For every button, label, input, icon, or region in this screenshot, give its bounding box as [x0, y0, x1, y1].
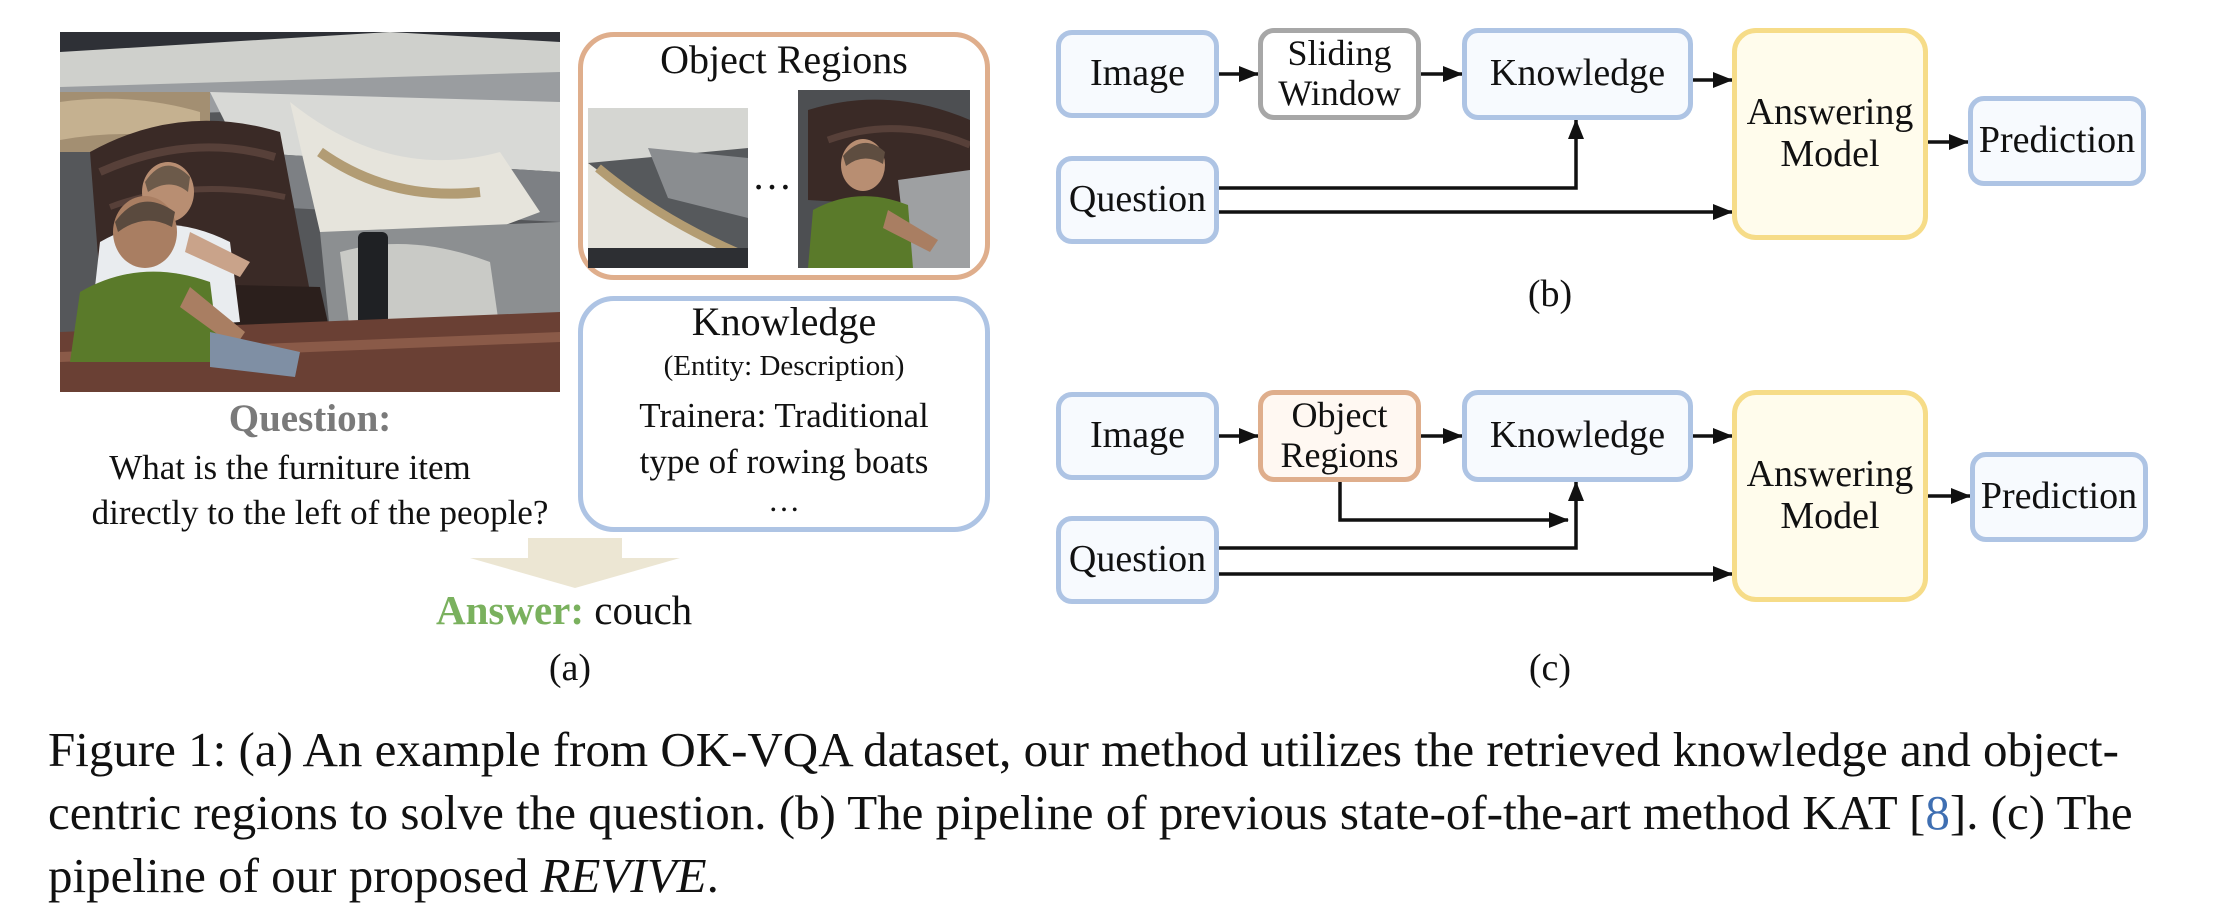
figure-caption: Figure 1: (a) An example from OK-VQA dat…	[48, 718, 2178, 908]
answer-value: couch	[594, 587, 693, 633]
pipeline-b-prediction-node: Prediction	[1968, 96, 2146, 186]
citation-link[interactable]: 8	[1925, 785, 1950, 841]
arrow-c-question-to-knowledge	[1219, 481, 1584, 550]
pipeline-c-object-regions-node: Object Regions	[1258, 390, 1421, 482]
panel-b-label: (b)	[1527, 273, 1573, 315]
panel-a-label: (a)	[548, 647, 592, 689]
caption-middle: ]. (c) The pipeline of our proposed	[48, 785, 2133, 904]
arrow-b-question-to-knowledge	[1219, 119, 1584, 190]
pipeline-b-question-node: Question	[1056, 156, 1219, 244]
panel-c-label: (c)	[1528, 647, 1572, 689]
question-text-line-2: directly to the left of the people?	[91, 493, 549, 532]
answer-line: Answer: couch	[436, 586, 692, 634]
question-label: Question:	[228, 397, 392, 440]
pipeline-c-answering-model-node: Answering Model	[1732, 390, 1928, 602]
knowledge-entry-line-2: type of rowing boats	[639, 442, 929, 481]
arrow-c-object-regions-to-answering-model	[1338, 478, 1569, 528]
knowledge-entry-line-1: Trainera: Traditional	[639, 396, 929, 435]
object-region-thumbnail-people	[798, 90, 970, 268]
knowledge-box-title: Knowledge	[691, 299, 877, 344]
caption-prefix: Figure 1: (a) An example from OK-VQA dat…	[48, 722, 2119, 841]
pipeline-b-sliding-window-node: Sliding Window	[1258, 28, 1421, 120]
boat-scene-photo	[60, 32, 560, 392]
method-name: REVIVE	[540, 848, 707, 904]
pipeline-c-knowledge-node: Knowledge	[1462, 390, 1693, 482]
pipeline-c-image-node: Image	[1056, 392, 1219, 480]
knowledge-format-label: (Entity: Description)	[663, 350, 905, 382]
question-text-line-1: What is the furniture item	[109, 448, 471, 487]
pipeline-c-prediction-node: Prediction	[1970, 452, 2148, 542]
pipeline-b-answering-model-node: Answering Model	[1732, 28, 1928, 240]
pipeline-c-question-node: Question	[1056, 516, 1219, 604]
object-regions-ellipsis: …	[752, 153, 792, 198]
knowledge-box	[578, 296, 990, 532]
pipeline-b-image-node: Image	[1056, 30, 1219, 118]
answer-arrow	[470, 538, 680, 588]
knowledge-ellipsis: …	[768, 482, 800, 518]
caption-suffix: .	[706, 848, 719, 904]
answer-label: Answer:	[436, 587, 585, 633]
object-regions-title: Object Regions	[660, 37, 908, 82]
pipeline-b-knowledge-node: Knowledge	[1462, 28, 1693, 120]
object-region-thumbnail-boats	[588, 108, 748, 268]
